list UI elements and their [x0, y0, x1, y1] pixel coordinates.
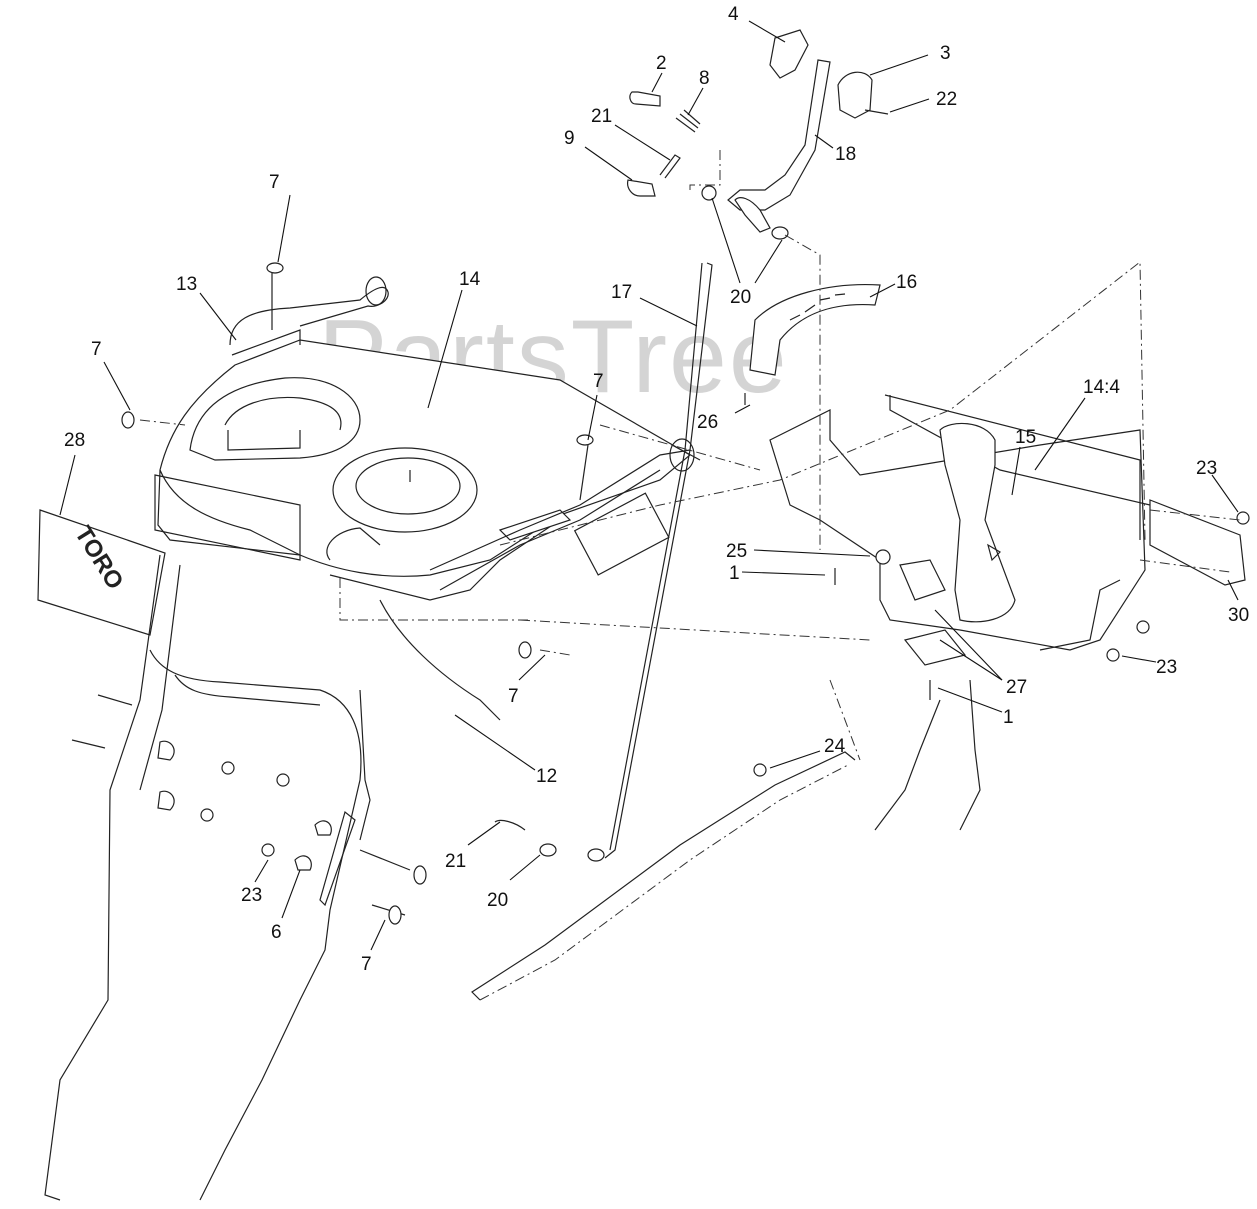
callout-23: 23	[241, 885, 262, 906]
callout-9: 9	[564, 128, 575, 149]
callout-8: 8	[699, 68, 710, 89]
callout-21: 21	[591, 106, 612, 127]
callout-3: 3	[940, 43, 951, 64]
callout-25: 25	[726, 541, 747, 562]
callout-14-4: 14:4	[1083, 377, 1120, 398]
alignment-lines	[139, 150, 1241, 761]
lower-link-bar	[471, 751, 856, 1001]
callout-7: 7	[91, 339, 102, 360]
callout-24: 24	[824, 736, 846, 757]
callout-20: 20	[487, 890, 508, 911]
leader-lines	[59, 20, 1239, 951]
hardware	[71, 262, 1250, 925]
callout-27: 27	[1006, 677, 1027, 698]
callout-12: 12	[536, 766, 557, 787]
callout-15: 15	[1015, 427, 1036, 448]
callout-20: 20	[730, 287, 751, 308]
toro-decal: TORO	[37, 509, 166, 636]
index-bracket	[749, 283, 881, 376]
callout-1: 1	[1003, 707, 1014, 728]
callout-28: 28	[64, 430, 85, 451]
callout-26: 26	[697, 412, 718, 433]
callout-16: 16	[896, 272, 917, 293]
callout-23: 23	[1156, 657, 1177, 678]
callouts: 4 3 2 8 22 21 9 18 7 13 14 17 20 16 7 7 …	[64, 4, 1249, 975]
callout-30: 30	[1228, 605, 1249, 626]
callout-17: 17	[611, 282, 632, 303]
callout-22: 22	[936, 89, 957, 110]
callout-7: 7	[361, 954, 372, 975]
shift-lever	[701, 29, 889, 240]
callout-14: 14	[459, 269, 481, 290]
callout-18: 18	[835, 144, 856, 165]
callout-23: 23	[1196, 458, 1217, 479]
dash-panel	[154, 339, 692, 601]
callout-6: 6	[271, 922, 282, 943]
callout-7: 7	[508, 686, 519, 707]
callout-1: 1	[729, 563, 740, 584]
callout-4: 4	[728, 4, 739, 25]
callout-21: 21	[445, 851, 466, 872]
shift-bracket-assembly	[769, 394, 1246, 831]
handle-frame	[44, 438, 701, 1201]
callout-13: 13	[176, 274, 197, 295]
callout-7: 7	[269, 172, 280, 193]
upper-handle-tube	[229, 270, 389, 356]
pin-spring-group	[627, 91, 701, 197]
callout-7: 7	[593, 371, 604, 392]
callout-2: 2	[656, 53, 667, 74]
